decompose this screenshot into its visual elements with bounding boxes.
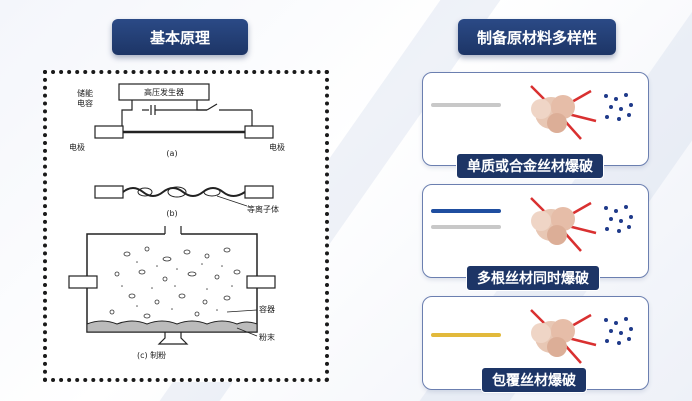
card-label-multiple: 多根丝材同时爆破	[466, 265, 600, 291]
particles-icon	[604, 205, 633, 233]
material-card-multiple: 多根丝材同时爆破	[422, 184, 649, 291]
wire-strip	[431, 333, 501, 337]
wire-strip	[431, 103, 501, 107]
switch	[206, 103, 218, 111]
electrode-right-label: 电极	[269, 142, 285, 152]
electrode-left	[94, 125, 124, 139]
hv-generator-box	[118, 83, 210, 101]
electrode-right	[244, 125, 274, 139]
container	[86, 233, 258, 333]
figure-a-label: (a)	[166, 149, 177, 158]
wire-strip	[431, 225, 501, 229]
figure-b-label: (b)	[166, 209, 177, 218]
storage-capacitor-label-2: 电容	[77, 98, 93, 108]
material-card-single: 单质或合金丝材爆破	[422, 72, 649, 179]
particles-icon	[604, 93, 633, 121]
explosion-icon	[530, 197, 597, 252]
explosion-icon	[530, 309, 597, 364]
powder-label: 粉末	[259, 332, 275, 342]
principle-diagram-svg: 高压发生器 储能 电容 电极 电极 (a) 等离子体 (b)	[68, 83, 285, 360]
principle-diagram: 高压发生器 储能 电容 电极 电极 (a) 等离子体 (b)	[43, 70, 329, 382]
left-section-title: 基本原理	[112, 19, 248, 55]
powder-layer	[86, 320, 258, 333]
particle-cloud	[109, 246, 241, 319]
figure-c-label: (c) 制粉	[137, 350, 166, 360]
storage-capacitor-label-1: 储能	[77, 88, 93, 98]
plasma-wire	[122, 187, 246, 197]
right-section-title: 制备原材料多样性	[458, 19, 616, 55]
plasma-label: 等离子体	[247, 204, 279, 214]
wire-strip	[431, 209, 501, 213]
particles-icon	[604, 317, 633, 345]
electrode-left-label: 电极	[69, 142, 85, 152]
explosion-icon	[530, 85, 597, 140]
card-label-coated: 包覆丝材爆破	[481, 367, 587, 393]
material-card-coated: 包覆丝材爆破	[422, 296, 649, 393]
hv-generator-label: 高压发生器	[144, 87, 184, 97]
container-label: 容器	[259, 304, 275, 314]
card-label-single: 单质或合金丝材爆破	[456, 153, 604, 179]
